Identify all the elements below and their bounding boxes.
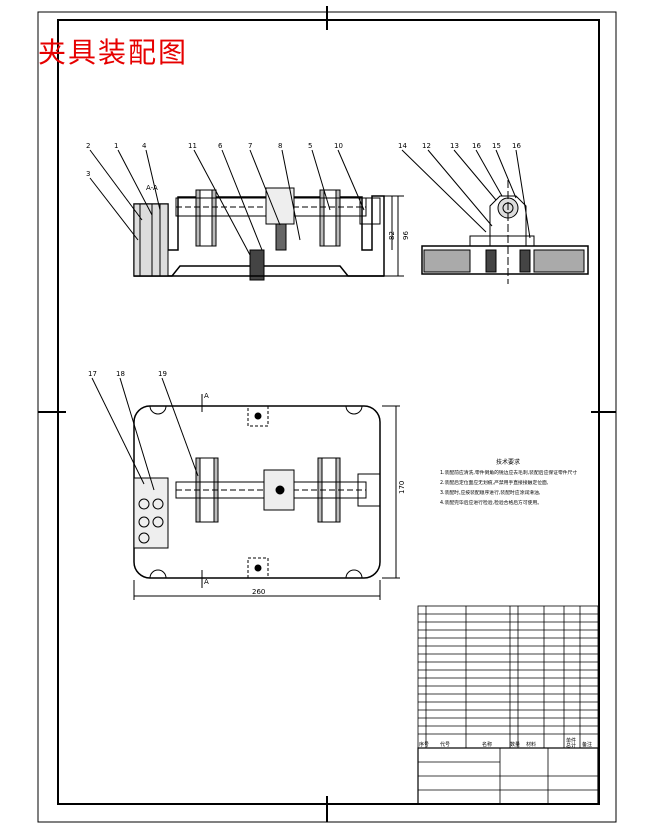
section-label: A-A	[146, 184, 158, 192]
front-view	[89, 149, 404, 281]
callout-7: 7	[248, 142, 252, 150]
notes-line-2: 2.装配后定位面应无划痕,严禁用手直接接触定位面,	[440, 479, 549, 486]
header-unit: 单件	[566, 737, 576, 744]
callout-12: 12	[422, 142, 431, 150]
header-no: 序号	[419, 741, 429, 748]
section-mark-top: A	[204, 392, 209, 400]
callout-13: 13	[450, 142, 459, 150]
dim-82: 82	[388, 231, 396, 240]
callout-18: 18	[116, 370, 125, 378]
section-mark-bottom: A	[204, 578, 209, 586]
callout-5: 5	[308, 142, 312, 150]
side-view	[401, 149, 589, 284]
header-remark: 备注	[582, 741, 592, 748]
header-material: 材料	[526, 741, 536, 748]
top-view-labels: 17 18 19 260 170 A A	[88, 370, 406, 596]
technical-notes: 技术要求 1.装配前应清洗,零件倒角的锐边应去毛刺,装配后应保证零件尺寸 2.装…	[440, 458, 577, 506]
callout-15: 15	[492, 142, 501, 150]
front-view-labels: 2 1 4 3 11 6 7 8 5 10 A-A 82 96	[86, 142, 410, 240]
header-code: 代号	[440, 741, 450, 748]
callout-8: 8	[278, 142, 282, 150]
notes-line-3: 3.装配时,应按装配顺序进行,装配时应涂润滑油,	[440, 489, 541, 496]
callout-14: 14	[398, 142, 407, 150]
dim-260: 260	[252, 588, 265, 596]
drawing-title: 夹具装配图	[38, 36, 189, 69]
notes-heading: 技术要求	[496, 458, 520, 466]
callout-4: 4	[142, 142, 147, 150]
dim-96: 96	[402, 231, 410, 240]
header-total: 总计	[566, 742, 576, 749]
callout-19: 19	[158, 370, 167, 378]
notes-line-4: 4.装配完毕后应进行检验,检验合格后方可使用。	[440, 499, 542, 506]
header-name: 名称	[482, 741, 492, 748]
callout-3: 3	[86, 170, 90, 178]
callout-17: 17	[88, 370, 97, 378]
top-view	[91, 377, 400, 600]
parts-list-header: 序号 代号 名称 数量 材料 单件 总计 备注	[419, 737, 592, 749]
callout-10: 10	[334, 142, 343, 150]
callout-6: 6	[218, 142, 223, 150]
parts-list	[417, 605, 599, 805]
dim-170: 170	[398, 481, 406, 494]
notes-line-1: 1.装配前应清洗,零件倒角的锐边应去毛刺,装配后应保证零件尺寸	[440, 469, 577, 476]
callout-11: 11	[188, 142, 197, 150]
callout-16b: 16	[512, 142, 521, 150]
centering-marks	[38, 6, 616, 822]
callout-16a: 16	[472, 142, 481, 150]
header-qty: 数量	[510, 741, 520, 748]
callout-2: 2	[86, 142, 90, 150]
side-view-labels: 14 12 13 16 15 16	[398, 142, 521, 150]
callout-1: 1	[114, 142, 118, 150]
